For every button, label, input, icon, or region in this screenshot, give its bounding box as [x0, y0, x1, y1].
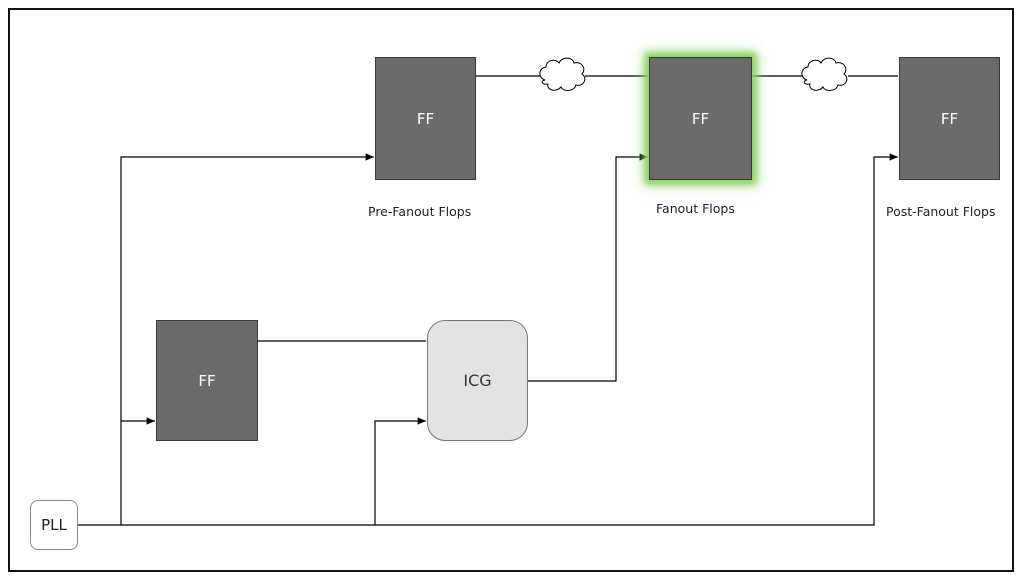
clock-net-icg [374, 417, 426, 525]
pll-block: PLL [30, 500, 78, 550]
post-fanout-flop: FF [899, 57, 1000, 180]
clock-net-main [78, 153, 898, 526]
gated-clock-net [528, 153, 648, 382]
fanout-caption: Fanout Flops [656, 201, 735, 216]
pre-fanout-caption: Pre-Fanout Flops [368, 204, 472, 219]
fanout-flop: FF [649, 57, 752, 180]
icg-block: ICG [427, 320, 528, 441]
gate-flop: FF [156, 320, 258, 441]
cloud-icon [801, 57, 848, 91]
diagram-frame [8, 8, 1014, 572]
fanout-flop-label: FF [691, 109, 710, 128]
gate-flop-label: FF [198, 371, 216, 390]
clock-net-pre [120, 153, 374, 525]
post-fanout-flop-label: FF [940, 109, 959, 128]
cloud-icon [539, 57, 586, 91]
pll-label: PLL [41, 516, 67, 534]
post-fanout-caption: Post-Fanout Flops [886, 204, 996, 219]
icg-label: ICG [463, 371, 492, 390]
pre-fanout-flop: FF [375, 57, 476, 180]
pre-fanout-flop-label: FF [416, 109, 435, 128]
